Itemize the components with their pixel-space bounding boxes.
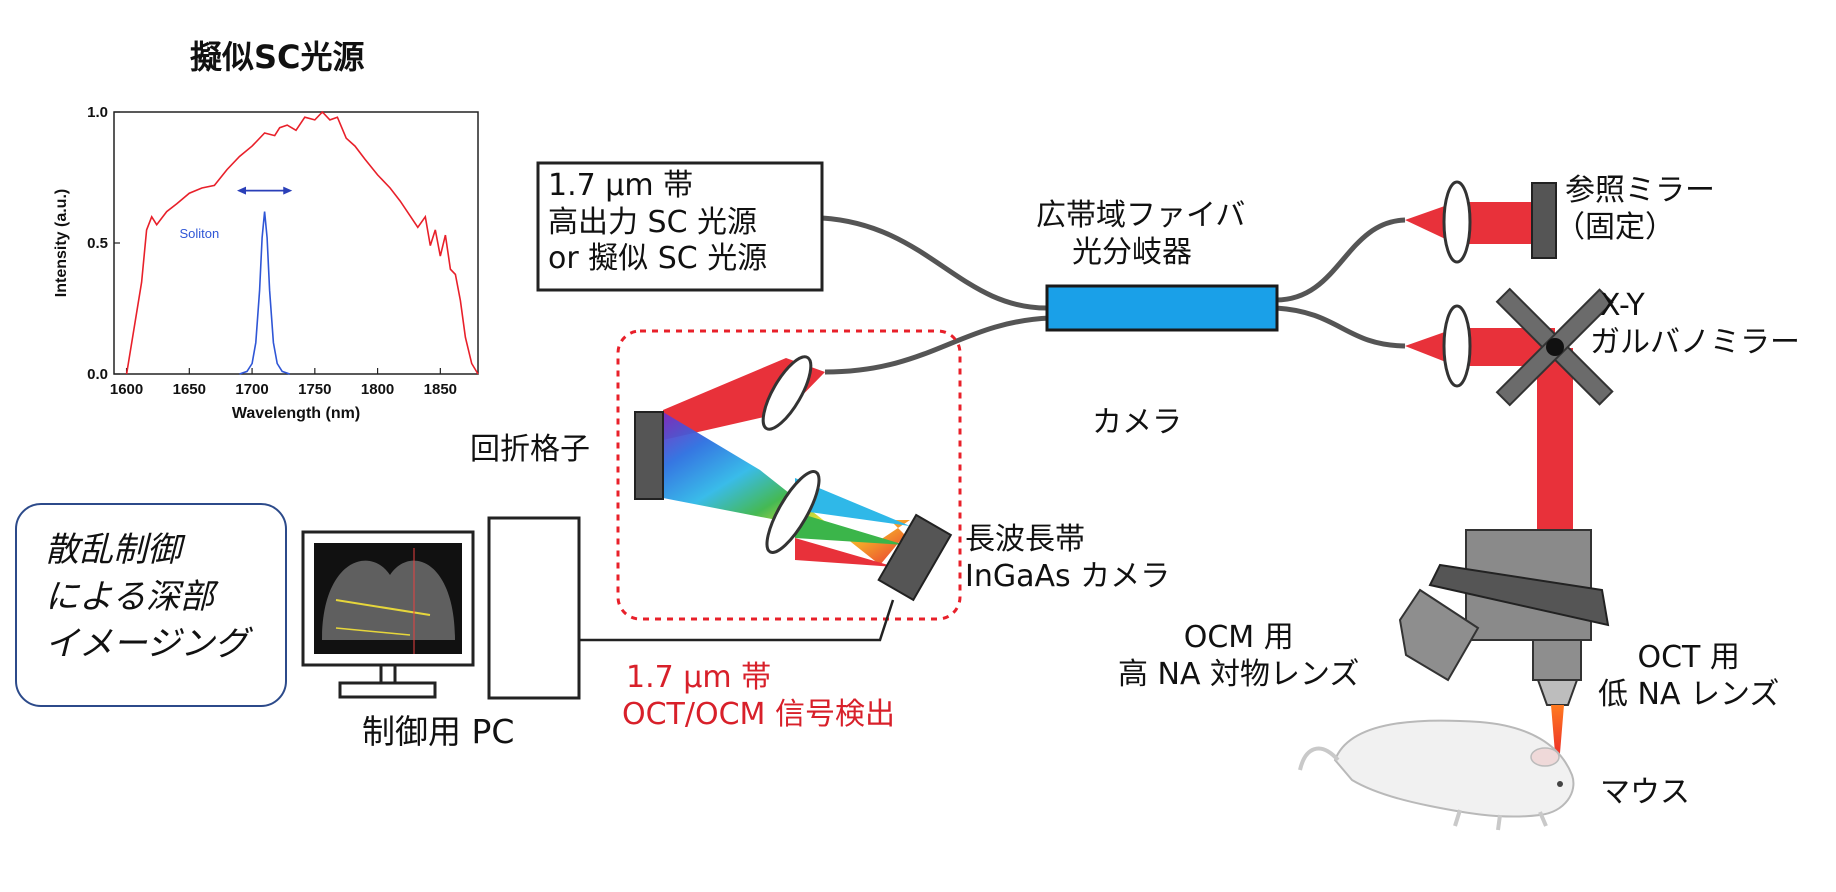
fiber-sample [1275, 305, 1406, 349]
light-source-box [536, 161, 824, 292]
mouse-illustration [1298, 719, 1575, 831]
beam-blue [795, 478, 910, 526]
oct-lens-label: OCT 用 低 NA レンズ [1598, 640, 1779, 713]
source-label: 1.7 µm 帯 高出力 SC 光源 or 擬似 SC 光源 [548, 168, 767, 278]
oct-image-on-screen [322, 548, 455, 654]
x-tick-label: 1800 [361, 381, 394, 398]
probe-beam [1551, 705, 1564, 765]
beam-red [795, 538, 895, 567]
tuning-arrow-right-head [283, 186, 293, 195]
ocm-lens-label: OCM 用 高 NA 対物レンズ [1118, 620, 1359, 693]
grating-label: 回折格子 [470, 432, 590, 467]
camera-line-1: 長波長帯 [965, 522, 1085, 557]
oct-lens-tip [1536, 679, 1579, 706]
tuning-arrow-left-head [237, 186, 247, 195]
imaging-line-3: イメージング [45, 623, 249, 664]
y-tick-label: 0.5 [87, 235, 108, 252]
camera-cable [580, 599, 895, 642]
reference-line-1: 参照ミラー [1565, 173, 1715, 208]
collimating-lens [761, 355, 813, 431]
fiber-coupler [1045, 284, 1279, 332]
galvo-line-1: X-Y [1600, 288, 1645, 323]
imaging-line-1: 散乱制御 [45, 530, 181, 570]
spectrum-chart: 1600 1650 1700 1750 1800 1850 0.0 0.5 1.0Wavelen… [53, 104, 479, 422]
pc-tower [487, 516, 581, 700]
ocm-line-2: 高 NA 対物レンズ [1118, 656, 1360, 692]
diffraction-grating [634, 411, 664, 500]
fiber-spectrometer [824, 315, 1051, 375]
soliton-label: Soliton [179, 226, 219, 241]
imaging-callout: 散乱制御 による深部 イメージング [15, 503, 287, 707]
imaging-line-2: による深部 [45, 576, 214, 617]
mouse-label: マウス [1600, 775, 1690, 810]
ocm-line-1: OCM 用 [1183, 620, 1294, 655]
reference-line-2: （固定） [1555, 209, 1675, 245]
galvo-label: X-Y ガルバノミラー [1590, 288, 1800, 361]
detection-line-2: OCT/OCM 信号検出 [622, 696, 895, 732]
oct-lens-body [1532, 639, 1582, 681]
sample-lens [1442, 304, 1472, 388]
ocm-objective [1398, 588, 1480, 682]
spectrum-title: 擬似SC光源 [190, 38, 365, 76]
reference-lens [1442, 180, 1472, 264]
beam-green [795, 512, 905, 545]
x-tick-label: 1850 [424, 381, 457, 398]
x-axis-label: Wavelength (nm) [232, 405, 360, 422]
camera-line-2: InGaAs カメラ [965, 558, 1171, 594]
nosepiece [1428, 563, 1610, 627]
y-tick-label: 0.0 [87, 366, 108, 383]
reference-mirror-label: 参照ミラー （固定） [1555, 173, 1715, 246]
monitor-base [338, 681, 437, 699]
coupler-line-1: 広帯域ファイバ [1036, 198, 1246, 233]
focusing-lens [765, 470, 821, 554]
x-tick-label: 1750 [298, 381, 331, 398]
plot-frame [113, 111, 479, 375]
sample-beam [1405, 328, 1555, 366]
detection-line-1: 1.7 µm 帯 [626, 660, 772, 695]
imaging-text: 散乱制御 による深部 イメージング [45, 527, 248, 668]
fiber-reference [1275, 217, 1406, 303]
camera-label: 長波長帯 InGaAs カメラ [965, 522, 1170, 595]
source-line-2: 高出力 SC 光源 [548, 204, 758, 240]
coupler-line-2: 光分岐器 [1072, 234, 1192, 270]
x-tick-label: 1600 [110, 381, 143, 398]
detection-label: 1.7 µm 帯 OCT/OCM 信号検出 [622, 660, 895, 733]
sample-beam-down [1537, 348, 1573, 530]
soliton-line [239, 211, 290, 375]
oct-line-1: OCT 用 [1637, 640, 1740, 675]
x-tick-label: 1650 [173, 381, 206, 398]
ingaas-camera [877, 513, 953, 602]
source-line-3: or 擬似 SC 光源 [548, 241, 768, 277]
sc-spectrum-line [125, 110, 479, 375]
pc-label: 制御用 PC [362, 712, 515, 751]
dispersed-spectrum [663, 412, 910, 565]
spectrometer-enclosure [616, 329, 962, 621]
fiber-source [821, 215, 1051, 311]
y-tick-label: 1.0 [87, 104, 108, 121]
oct-line-2: 低 NA レンズ [1598, 676, 1780, 712]
galvo-line-2: ガルバノミラー [1590, 324, 1800, 360]
y-axis-label: Intensity (a.u.) [53, 189, 70, 297]
reference-mirror [1531, 182, 1557, 259]
small-camera-label: カメラ [1092, 405, 1182, 440]
x-tick-label: 1700 [235, 381, 268, 398]
galvo-pivot [1546, 338, 1564, 356]
coupler-label: 広帯域ファイバ 光分岐器 [1036, 198, 1245, 271]
source-line-1: 1.7 µm 帯 [548, 168, 694, 203]
